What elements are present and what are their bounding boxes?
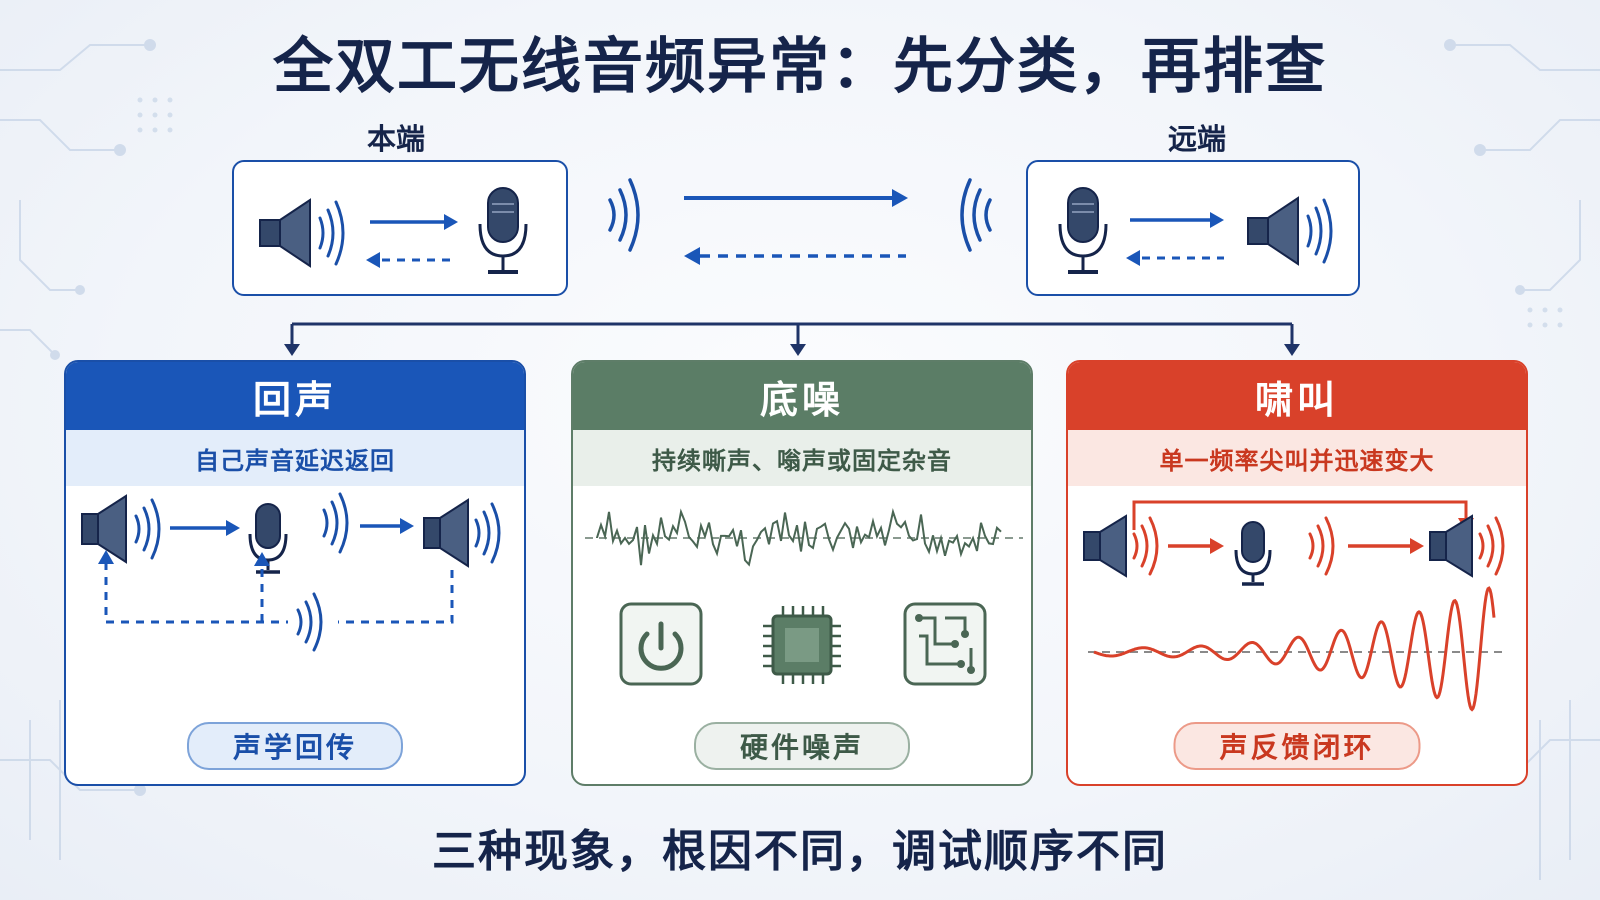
page-title: 全双工无线音频异常：先分类，再排查: [273, 32, 1327, 102]
speaker-icon: [81, 494, 127, 564]
card-description: 自己声音延迟返回: [66, 430, 524, 486]
card-description: 单一频率尖叫并迅速变大: [1068, 430, 1526, 486]
howling-diagram: [1083, 500, 1508, 712]
sound-wave-icon: [318, 200, 345, 266]
arrow-right: [684, 189, 908, 207]
sound-wave-icon: [960, 178, 992, 252]
arrow-right: [370, 214, 458, 230]
feedback-waveform: [1093, 586, 1496, 712]
sound-wave-icon: [322, 492, 349, 554]
cause-badge: 声反馈闭环: [1173, 722, 1421, 770]
chip-icon: [763, 606, 841, 684]
arrow-left-dashed: [684, 247, 906, 265]
sound-wave-icon: [608, 178, 640, 252]
sound-wave-icon: [1132, 516, 1159, 576]
sound-wave-icon: [1306, 198, 1333, 264]
power-icon: [619, 602, 703, 686]
sound-wave-icon: [288, 592, 338, 652]
speaker-icon: [1083, 514, 1127, 578]
microphone-icon: [478, 187, 528, 274]
noise-waveform: [596, 508, 1002, 567]
far-end-box: [1026, 160, 1360, 296]
echo-return-path: [104, 558, 454, 624]
cause-badge: 声学回传: [186, 722, 404, 770]
category-card-noise: 底噪 持续嘶声、嗡声或固定杂音: [571, 360, 1033, 786]
card-description: 持续嘶声、嗡声或固定杂音: [573, 430, 1031, 486]
microphone-icon: [1058, 187, 1108, 274]
card-title: 啸叫: [1068, 362, 1526, 430]
arrow-left-dashed: [1126, 250, 1224, 266]
category-card-echo: 回声 自己声音延迟返回: [64, 360, 526, 786]
feedback-loop-arrow: [1132, 500, 1474, 532]
arrow-right: [1130, 212, 1224, 228]
sound-wave-icon: [1478, 516, 1505, 576]
circuit-board-icon: [903, 602, 987, 686]
microphone-icon: [1234, 521, 1272, 586]
near-end-box: [232, 160, 568, 296]
microphone-icon: [248, 503, 288, 574]
echo-diagram: [81, 492, 501, 652]
card-title: 底噪: [573, 362, 1031, 430]
near-end-label: 本端: [366, 122, 425, 156]
speaker-icon: [259, 198, 311, 268]
card-title: 回声: [66, 362, 524, 430]
sound-wave-icon: [134, 498, 161, 560]
category-card-howling: 啸叫 单一频率尖叫并迅速变大: [1066, 360, 1528, 786]
far-end-label: 远端: [1167, 122, 1226, 156]
sound-wave-icon: [474, 502, 501, 564]
sound-wave-icon: [1308, 516, 1335, 576]
speaker-icon: [423, 498, 469, 568]
cause-badge: 硬件噪声: [693, 722, 911, 770]
wireless-link: [608, 178, 992, 265]
category-connector: [284, 322, 1300, 356]
footer-summary: 三种现象，根因不同，调试顺序不同: [432, 826, 1168, 877]
speaker-icon: [1429, 514, 1473, 578]
arrow-left-dashed: [366, 252, 456, 268]
speaker-icon: [1247, 196, 1299, 266]
noise-diagram: [585, 508, 1023, 686]
